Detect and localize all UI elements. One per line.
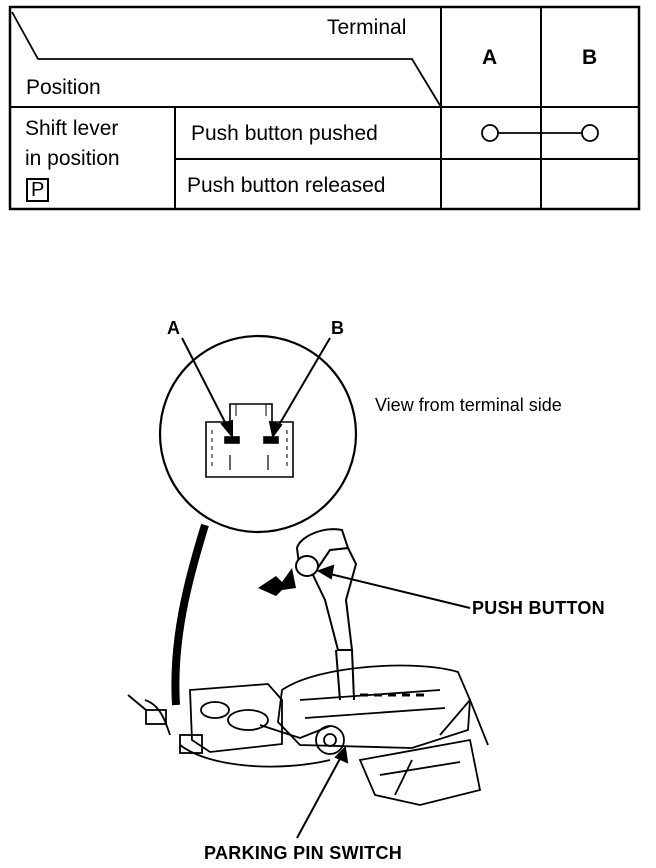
row-group-label-line2: in position: [25, 147, 120, 170]
view-note: View from terminal side: [375, 395, 562, 415]
push-direction-arrow: [258, 568, 296, 596]
boxed-p-label: P: [26, 178, 50, 202]
callout-arrows: [181, 337, 331, 439]
terminal-b-circle: [581, 124, 599, 142]
header-diagonal: [11, 11, 442, 108]
terminal-b-pin: [263, 436, 279, 444]
header-position: Position: [26, 76, 101, 99]
shifter-base: [127, 664, 489, 806]
push-button-arrow: [316, 564, 471, 609]
parking-pin-switch-label: PARKING PIN SWITCH: [204, 843, 403, 863]
header-col-a: A: [482, 46, 498, 69]
callout-a-label: A: [167, 318, 181, 338]
row-released-label: Push button released: [187, 174, 386, 197]
shift-lever: [295, 528, 358, 701]
row-group-label-line1: Shift lever: [25, 117, 119, 140]
push-button-knob: [295, 555, 319, 577]
magnifier-circle: [158, 334, 358, 534]
connector-drawing: [205, 403, 294, 478]
row-pushed-label: Push button pushed: [191, 122, 378, 145]
header-terminal: Terminal: [327, 16, 407, 39]
continuity-symbol: [481, 124, 599, 142]
terminal-a-pin: [224, 436, 240, 444]
parking-pin-switch-arrow: [296, 745, 349, 839]
callout-b-label: B: [331, 318, 345, 338]
row-group-label-p: P: [26, 178, 50, 202]
header-col-b: B: [582, 46, 598, 69]
push-button-label: PUSH BUTTON: [472, 598, 605, 618]
magnifier-leader: [171, 523, 209, 706]
